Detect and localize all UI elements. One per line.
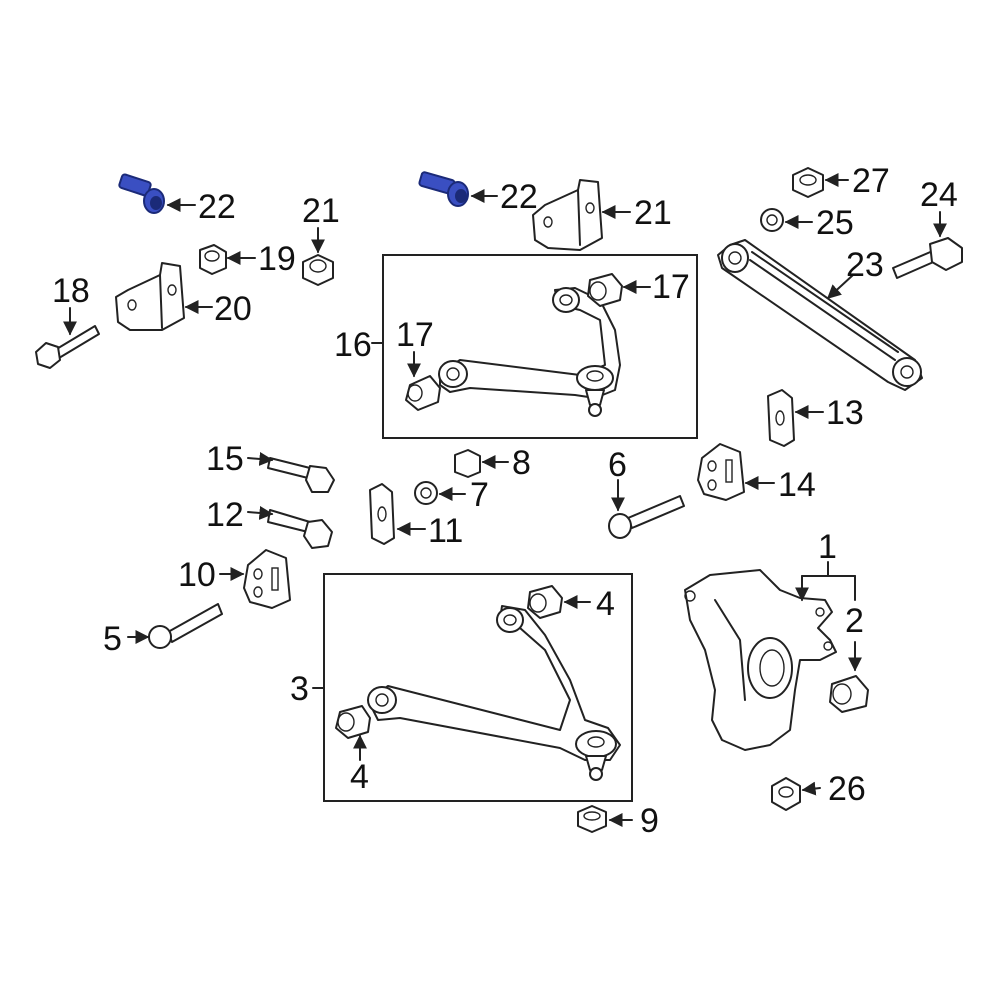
callout-5: 5: [103, 620, 122, 658]
callout-10: 10: [178, 556, 216, 594]
callout-12: 12: [206, 496, 244, 534]
callout-19: 19: [258, 240, 296, 278]
bracket-21[interactable]: [532, 179, 603, 251]
bracket-20[interactable]: [115, 262, 185, 331]
callout-6: 6: [608, 446, 627, 484]
callout-8: 8: [512, 444, 531, 482]
nut-8[interactable]: [454, 449, 481, 478]
bolt-5[interactable]: [148, 603, 223, 649]
callout-9: 9: [640, 802, 659, 840]
bolt-15[interactable]: [267, 457, 335, 493]
callout-21-left: 21: [302, 192, 340, 230]
bolt-22-right-head: [455, 189, 467, 203]
lower-control-arm[interactable]: [367, 605, 621, 781]
callout-17-upper: 17: [652, 268, 690, 306]
callout-23: 23: [846, 246, 884, 284]
callout-13: 13: [826, 394, 864, 432]
bolt-22-right[interactable]: [418, 171, 469, 207]
callout-17-lower: 17: [396, 316, 434, 354]
callout-27: 27: [852, 162, 890, 200]
callout-16: 16: [334, 326, 372, 364]
bushing-4-lower[interactable]: [335, 705, 371, 739]
cam-plate-13[interactable]: [767, 389, 795, 447]
nut-19[interactable]: [199, 244, 227, 275]
callout-21-right: 21: [634, 194, 672, 232]
leader-lines: [63, 173, 947, 827]
callout-14: 14: [778, 466, 816, 504]
callout-26: 26: [828, 770, 866, 808]
bolt-22-left-head: [150, 196, 162, 210]
callout-22-right: 22: [500, 178, 538, 216]
callout-15: 15: [206, 440, 244, 478]
bolt-24[interactable]: [892, 237, 963, 279]
callout-20: 20: [214, 290, 252, 328]
bushing-4-upper[interactable]: [527, 585, 563, 619]
callout-22-left: 22: [198, 188, 236, 226]
link-23[interactable]: [717, 239, 923, 391]
callout-24: 24: [920, 176, 958, 214]
washer-25[interactable]: [760, 208, 784, 232]
callout-18: 18: [52, 272, 90, 310]
callout-2: 2: [845, 602, 864, 640]
nut-26[interactable]: [771, 777, 801, 811]
nut-21[interactable]: [302, 254, 334, 286]
bushing-17-lower[interactable]: [405, 375, 441, 411]
callout-7: 7: [470, 476, 489, 514]
cam-plate-11[interactable]: [369, 483, 395, 545]
lower-arm-assembly-box: [323, 573, 633, 802]
bolt-12[interactable]: [267, 509, 333, 549]
callout-numbers: 22 22 21 21 19 20 18 27 25 24 23 17 16 1…: [52, 162, 958, 840]
nut-9[interactable]: [577, 805, 607, 833]
callout-4-lower: 4: [350, 758, 369, 796]
callout-25: 25: [816, 204, 854, 242]
adjuster-10[interactable]: [243, 549, 291, 609]
bushing-2[interactable]: [829, 675, 869, 713]
callout-1: 1: [818, 528, 837, 566]
bushing-17-upper[interactable]: [587, 273, 623, 307]
nut-27[interactable]: [792, 167, 824, 198]
bolt-18[interactable]: [35, 325, 100, 369]
callout-4-upper: 4: [596, 585, 615, 623]
adjuster-14[interactable]: [697, 443, 745, 501]
upper-control-arm[interactable]: [438, 287, 621, 417]
upper-arm-assembly-box: [382, 254, 698, 439]
bolt-22-left[interactable]: [118, 173, 165, 214]
callout-11: 11: [428, 512, 463, 550]
bolt-6[interactable]: [608, 495, 685, 539]
callout-3: 3: [290, 670, 309, 708]
knuckle-1[interactable]: [684, 569, 837, 751]
washer-7[interactable]: [414, 481, 438, 505]
